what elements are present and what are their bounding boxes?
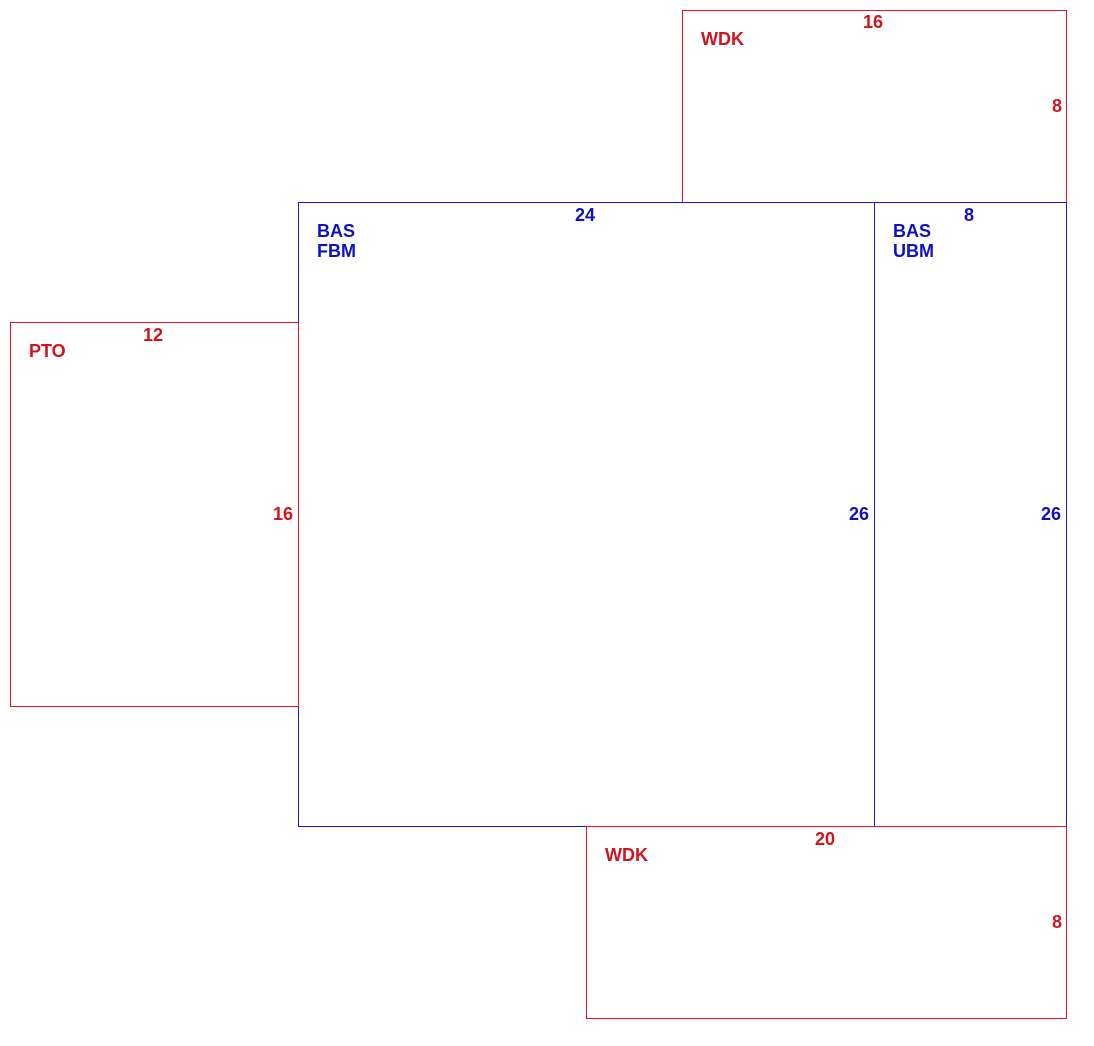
bas-fbm-subcode: FBM — [317, 241, 356, 261]
bas-ubm-width-dimension: 8 — [963, 205, 975, 225]
wdk-bottom-code: WDK — [605, 845, 648, 865]
bas-ubm-depth-dimension: 26 — [1040, 504, 1061, 524]
bas-ubm-code: BAS — [893, 221, 932, 241]
bas-ubm-area — [874, 202, 1067, 827]
wdk-bottom-depth-dimension: 8 — [1051, 912, 1062, 932]
bas-fbm-depth-dimension: 26 — [848, 504, 869, 524]
wdk-top-width-dimension: 16 — [862, 12, 884, 32]
wdk-top-code: WDK — [701, 29, 744, 49]
wdk-bottom-width-dimension: 20 — [814, 829, 836, 849]
bas-fbm-area — [298, 202, 875, 827]
pto-width-dimension: 12 — [142, 325, 164, 345]
wdk-bottom-area — [586, 826, 1067, 1019]
pto-code: PTO — [29, 341, 66, 361]
bas-ubm-subcode: UBM — [893, 241, 934, 261]
bas-fbm-width-dimension: 24 — [574, 205, 596, 225]
pto-area — [10, 322, 299, 707]
pto-depth-dimension: 16 — [272, 504, 293, 524]
bas-fbm-code: BAS — [317, 221, 356, 241]
wdk-top-depth-dimension: 8 — [1051, 96, 1062, 116]
